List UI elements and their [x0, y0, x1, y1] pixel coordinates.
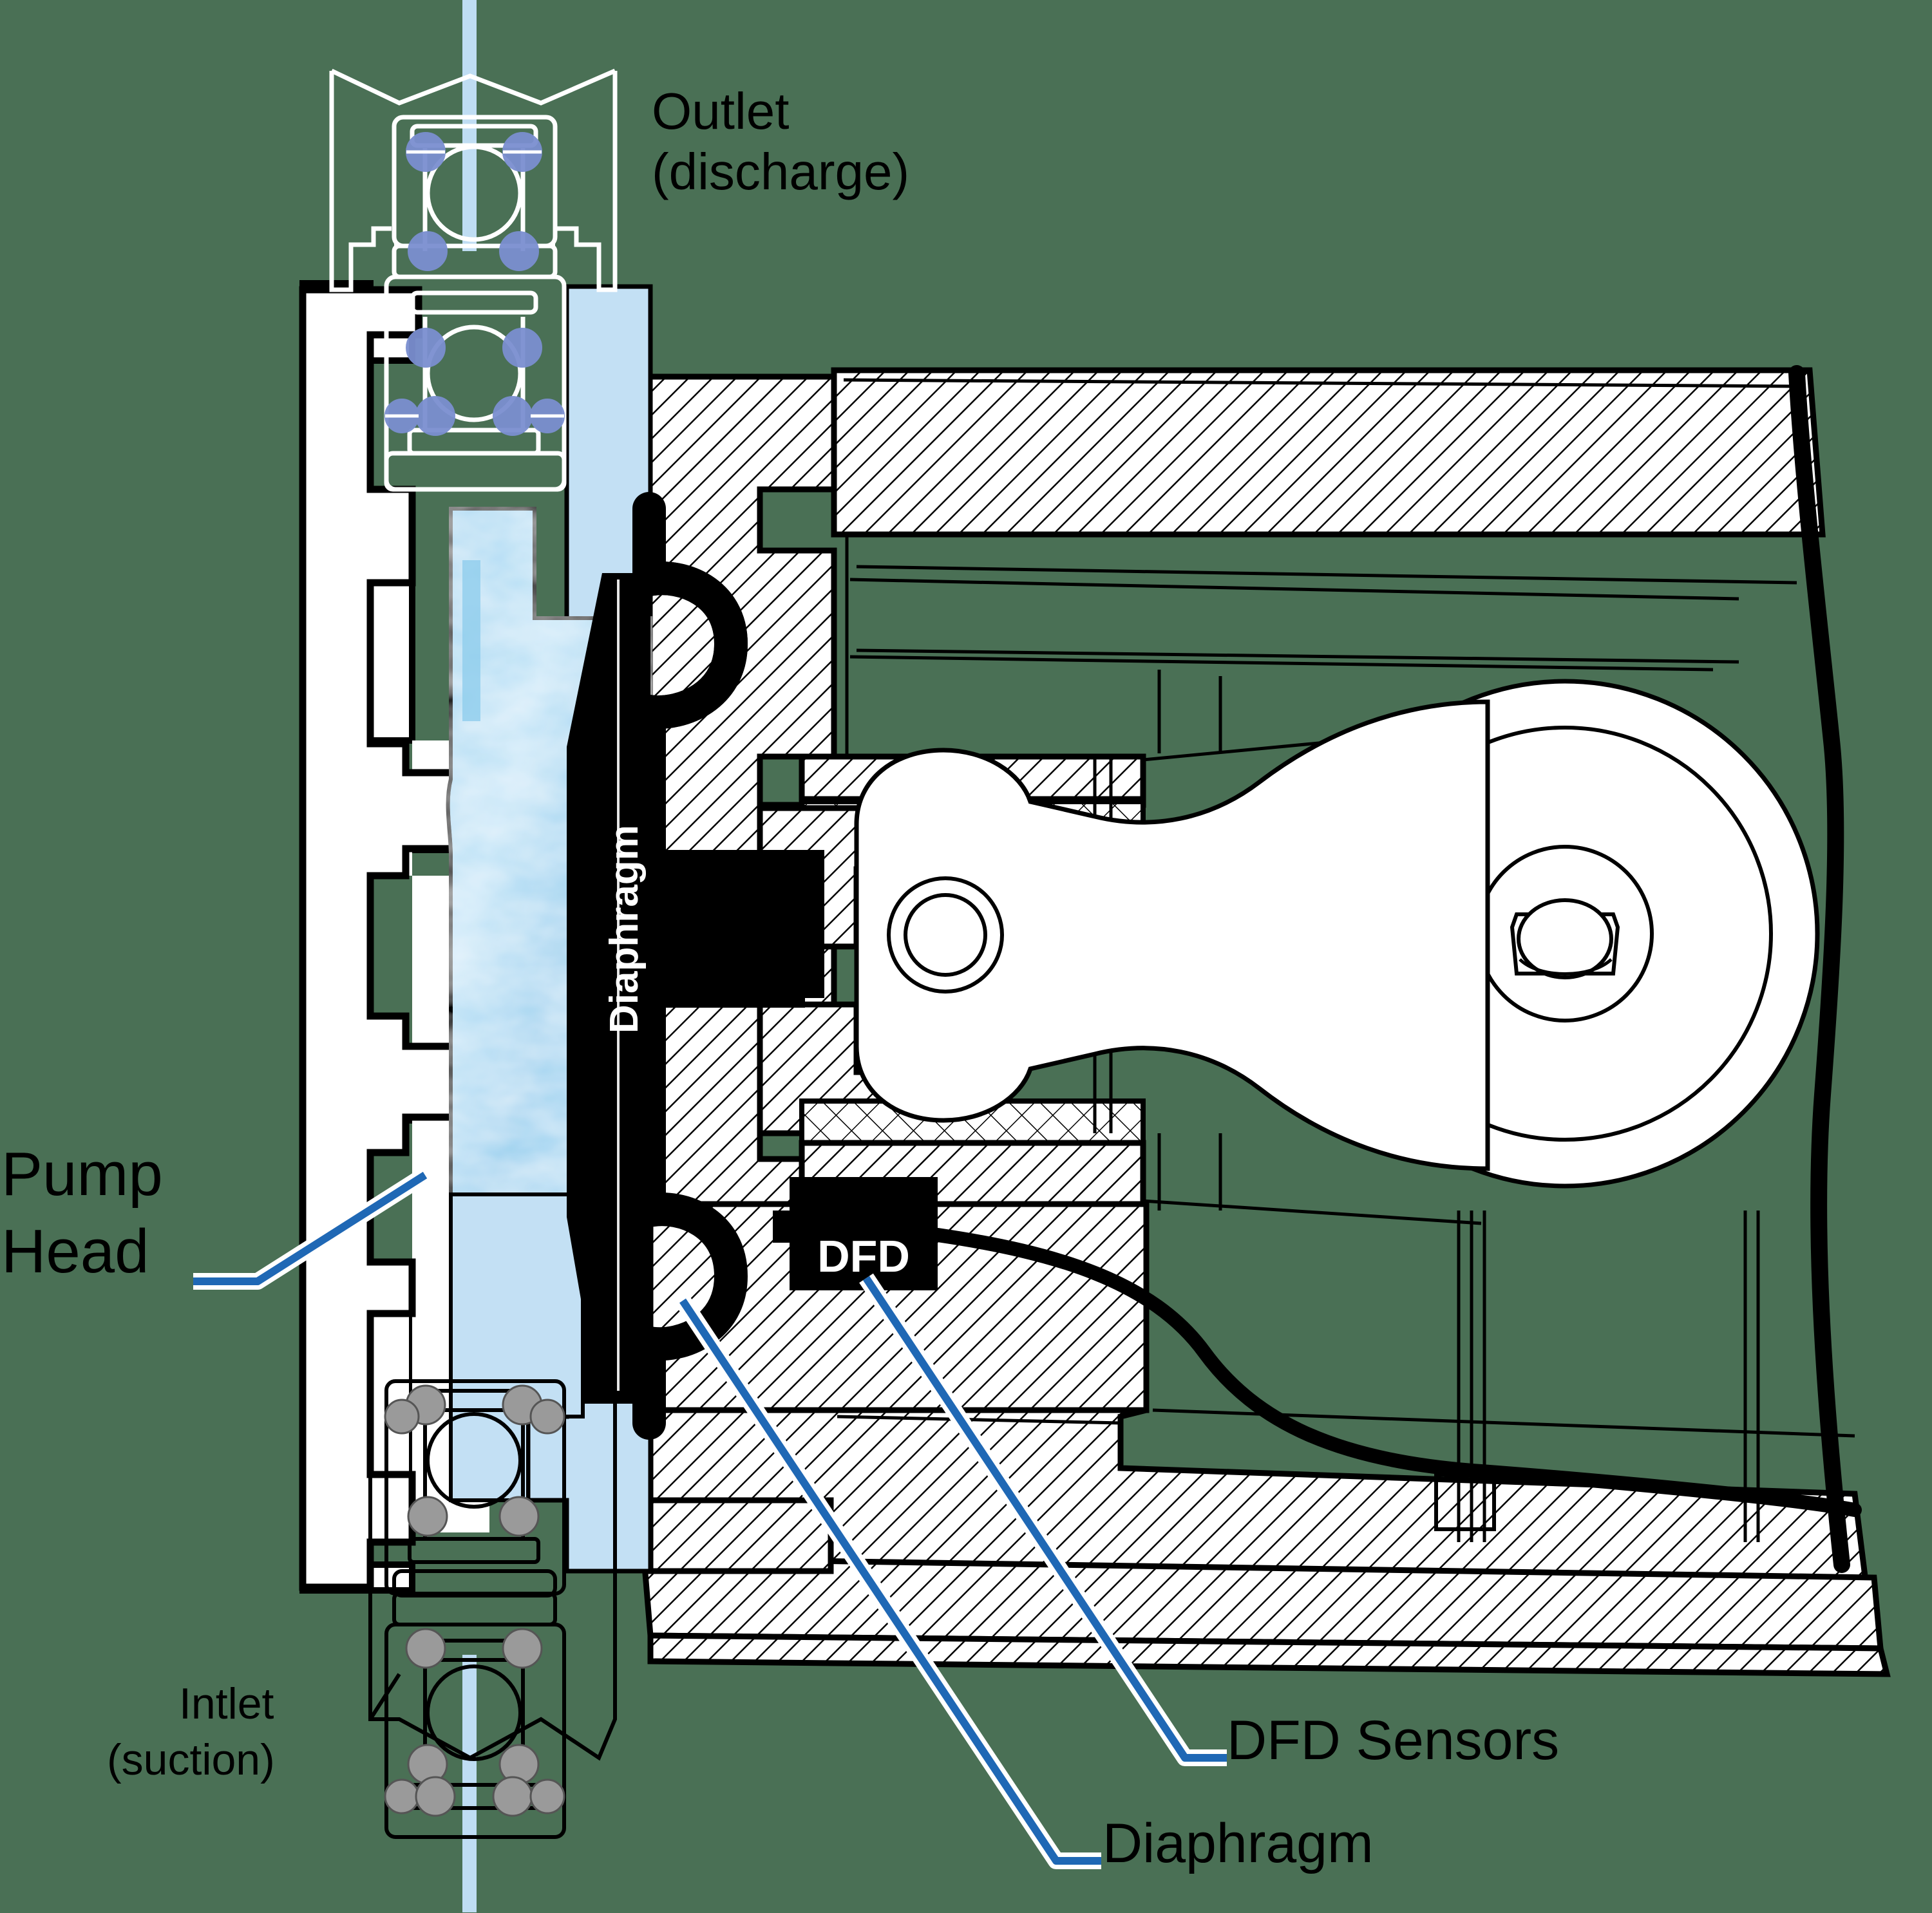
inlet-label-line1: Intlet: [179, 1679, 274, 1728]
housing-outer-skin: [1788, 365, 1850, 1573]
dfd-sensor[interactable]: [773, 1177, 1862, 1531]
diaphragm-callout-label: Diaphragm: [1103, 1813, 1374, 1874]
outlet-seal-balls: [384, 132, 565, 436]
rod-detail-lines: [1093, 757, 1113, 1133]
leader-lines: [193, 1168, 1227, 1869]
pump-head-outline: [299, 286, 500, 1591]
outlet-label-line2: (discharge): [652, 143, 910, 200]
diaphragm-vertical-label: Diaphragm: [602, 825, 647, 1033]
sensor-cable: [931, 1228, 1862, 1517]
dfd-badge-label: DFD: [817, 1231, 910, 1281]
diaphragm: [567, 492, 824, 1440]
inlet-seal-balls: [384, 1384, 565, 1817]
dfd-sensors-label: DFD Sensors: [1227, 1710, 1560, 1771]
outlet-valve-cartridge: [384, 115, 567, 492]
outlet-label-line1: Outlet: [652, 82, 790, 140]
inlet-valve-cartridge: [384, 1379, 566, 1839]
connecting-rod: [854, 699, 1490, 1171]
pump-head-label-line2: Head: [1, 1217, 149, 1286]
outlet-fitting-outline: [329, 68, 618, 292]
pump-head-label-line1: Pump: [1, 1140, 163, 1209]
inlet-label-line2: (suction): [107, 1735, 275, 1784]
